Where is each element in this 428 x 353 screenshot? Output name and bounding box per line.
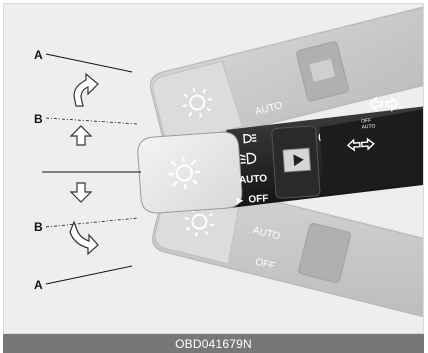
callout-b-bottom: B: [34, 220, 43, 234]
callout-line-b-top: [46, 118, 138, 124]
auto-label: AUTO: [239, 173, 268, 186]
off-pointer-icon: ▶: [236, 195, 244, 205]
off-label: OFF: [248, 193, 269, 205]
turn-signal-arrows-icon-ghost: [370, 98, 398, 110]
auto-small-label: AUTO: [361, 124, 375, 131]
callout-a-bottom: A: [34, 278, 43, 292]
callout-line-a-top: [46, 54, 132, 72]
off-small-label: OFF: [361, 118, 371, 125]
lever-diagram: AUTO AUTO OFF: [4, 4, 424, 334]
down-arrow-icon: [71, 183, 91, 202]
flash-down-arrow-icon: [70, 222, 98, 254]
figure-caption: OBD041679N: [3, 334, 424, 353]
flash-up-arrow-icon: [74, 74, 98, 106]
diagram-frame: AUTO AUTO OFF: [3, 3, 424, 334]
callout-b-top: B: [34, 112, 43, 126]
callout-a-top: A: [34, 48, 43, 62]
callout-line-b-bottom: [46, 218, 138, 227]
callout-line-a-bottom: [46, 266, 132, 284]
up-arrow-icon: [71, 126, 91, 145]
